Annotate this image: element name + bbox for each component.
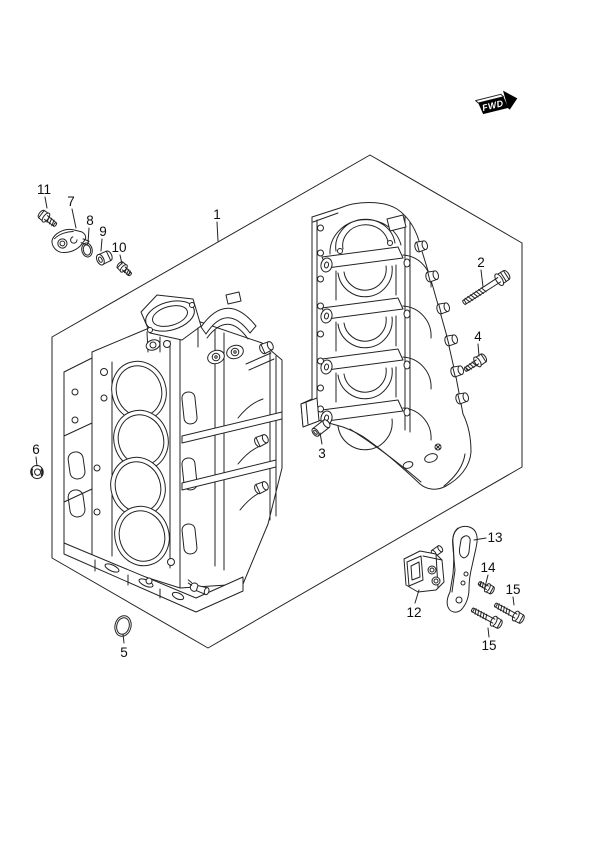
callout-leader-2 [480,269,484,288]
callouts: 1 2 3 4 5 6 7 8 9 10 11 12 13 14 15 15 [32,182,520,660]
callout-leader-1 [216,221,219,242]
callout-label-3[interactable]: 3 [318,446,326,461]
callout-leader-5 [122,633,125,644]
callout-label-15-lower[interactable]: 15 [481,638,496,653]
part-5-o-ring [114,615,132,637]
crankcase-flange-holes [317,224,324,413]
part-15-bolt-lower [470,607,503,629]
part-15-bolt-upper [494,602,525,624]
callout-label-5[interactable]: 5 [120,645,128,660]
callout-label-11[interactable]: 11 [37,182,51,197]
part-9-bushing [95,250,113,266]
block-top-housing [140,291,275,371]
callout-label-15-upper[interactable]: 15 [505,582,520,597]
callout-leader-14 [485,574,489,584]
callout-leader-15-upper [512,596,515,606]
callout-label-2[interactable]: 2 [477,255,485,270]
callout-label-1[interactable]: 1 [213,207,221,222]
part-10-bolt [116,261,132,277]
callout-leader-9 [100,238,103,252]
cylinder-block [63,291,283,613]
part-8-o-ring [81,242,93,258]
callout-leader-11 [44,196,48,209]
callout-label-6[interactable]: 6 [32,442,40,457]
part-2-bolt [462,269,511,305]
callout-label-8[interactable]: 8 [86,213,94,228]
callout-label-10[interactable]: 10 [111,240,126,255]
isometric-box-outline [51,154,523,649]
callout-label-14[interactable]: 14 [480,560,496,575]
crankcase [300,202,472,490]
callout-label-9[interactable]: 9 [99,224,107,239]
block-drain-fitting [187,579,210,596]
part-11-bolt [37,209,58,227]
fwd-badge: FWD [475,90,518,115]
callout-label-7[interactable]: 7 [67,194,75,209]
bearing-bays [320,246,432,451]
part-6-seal [30,464,44,480]
callout-leader-6 [35,456,38,467]
fwd-badge-body [478,96,509,115]
cylinder-bores [110,360,170,567]
part-13-plate-bracket [446,525,478,613]
part-12-bracket [403,545,445,593]
callout-leader-12 [414,589,420,604]
callout-label-12[interactable]: 12 [406,605,421,620]
callout-leader-15-lower [487,627,490,638]
fwd-badge-top-face [475,93,504,104]
part-7-anode [51,228,90,254]
callout-leader-13 [473,537,487,541]
part-14-bolt [477,581,495,595]
callout-leader-8 [87,227,90,244]
callout-label-4[interactable]: 4 [474,329,482,344]
part-3-dowel [311,419,331,437]
callout-leader-4 [477,343,480,357]
callout-leader-7 [71,208,77,229]
callout-label-13[interactable]: 13 [487,530,502,545]
callout-leader-3 [319,432,323,445]
part-4-bolt [463,353,488,372]
callout-leader-10 [119,254,123,265]
fwd-arrow-icon [503,90,518,110]
